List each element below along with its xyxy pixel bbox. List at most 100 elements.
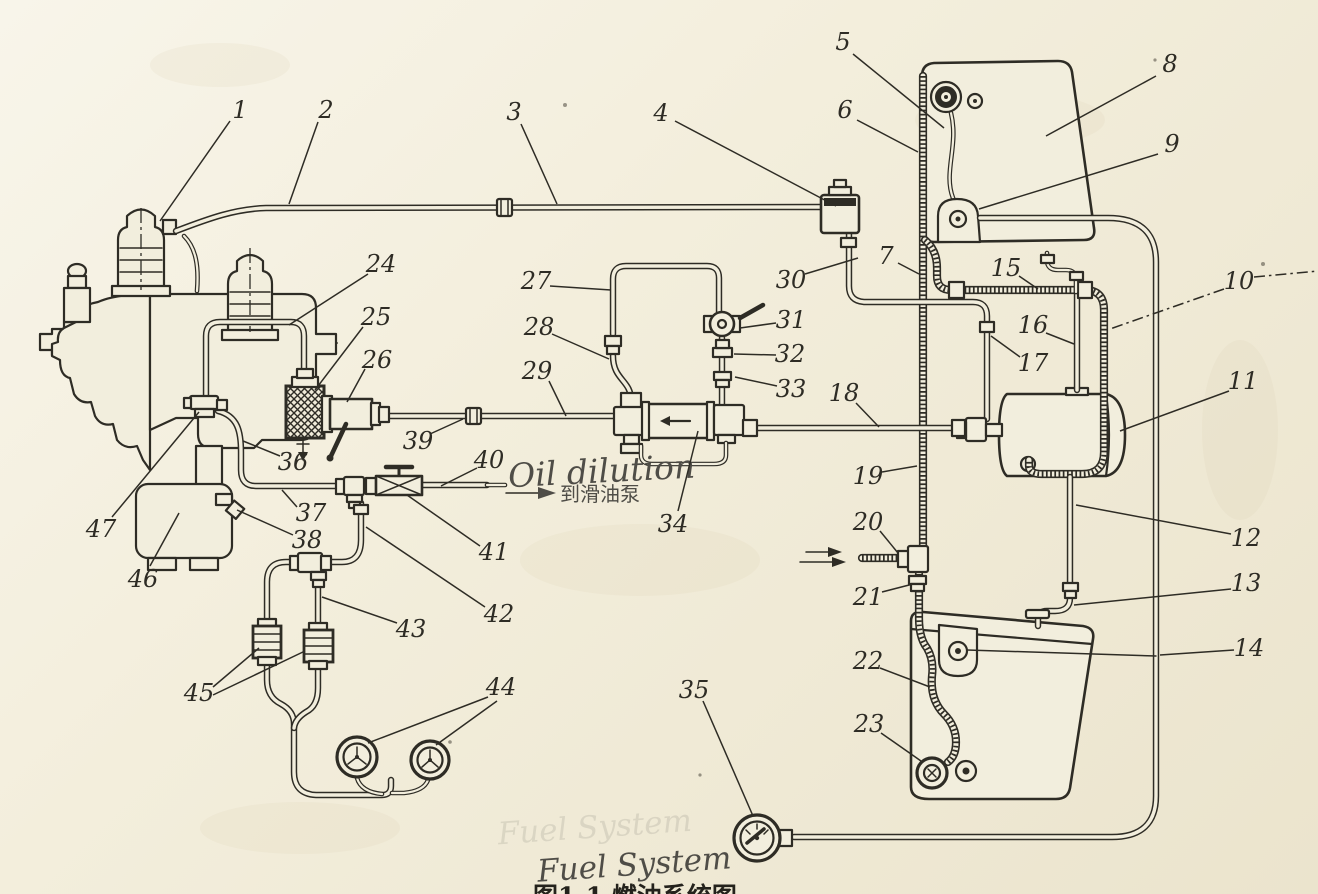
engine-accessory-housing	[134, 482, 234, 560]
callout-3: 3	[506, 98, 521, 126]
pipe-30-17	[845, 229, 991, 423]
callout-leader-42	[365, 526, 486, 608]
callout-27: 27	[520, 267, 552, 295]
callout-leader-24	[288, 273, 369, 326]
callout-leader-44	[435, 700, 498, 746]
callout-16: 16	[1018, 311, 1049, 339]
callout-leader-47	[111, 411, 200, 518]
callout-12: 12	[1231, 524, 1262, 552]
callout-5: 5	[835, 28, 850, 56]
union-28b	[605, 344, 621, 356]
union-12a	[1061, 581, 1080, 593]
figure-caption: 图1-1 燃油系统图	[533, 882, 737, 894]
callout-leader-25	[314, 326, 364, 391]
callout-25: 25	[360, 303, 392, 331]
accessory-neck	[194, 444, 224, 492]
fuel-gauge-35	[732, 813, 794, 863]
callout-40: 40	[473, 446, 505, 474]
callout-1: 1	[232, 96, 247, 124]
callout-leader-5	[852, 53, 945, 129]
callout-39: 39	[403, 427, 434, 455]
filler-cap	[929, 80, 963, 114]
callout-leader-19	[881, 465, 918, 473]
callout-leader-44	[367, 696, 489, 744]
drain-fitting-38	[214, 492, 246, 520]
callout-leader-35	[702, 700, 754, 817]
union-28a	[603, 334, 623, 348]
callout-20: 20	[852, 508, 884, 536]
callout-35: 35	[679, 676, 710, 704]
to-oil-pump-note-cn: 到滑油泵	[560, 482, 640, 506]
union-42	[352, 503, 370, 516]
flow-arrow	[660, 416, 670, 426]
callout-leader-1	[159, 120, 231, 222]
callout-leader-18	[855, 402, 880, 428]
callout-leader-17	[990, 335, 1021, 358]
callout-30: 30	[776, 266, 807, 294]
callout-leader-22	[879, 667, 931, 688]
callout-47: 47	[85, 515, 117, 543]
union-30	[839, 236, 858, 249]
oil-dilution-arrow	[538, 487, 556, 499]
callout-7: 7	[878, 242, 894, 270]
callout-44: 44	[485, 673, 517, 701]
drain-fitting-23	[915, 756, 978, 790]
callout-19: 19	[853, 462, 884, 490]
callout-leader-20	[879, 530, 899, 554]
lower-tee-nut-r	[319, 554, 333, 572]
union-17	[978, 320, 996, 334]
callout-leader-32	[733, 353, 777, 356]
bracket-tie-rod	[966, 649, 1157, 657]
fuel-filter-25	[284, 367, 326, 461]
callout-15: 15	[991, 254, 1022, 282]
filter-outlet-union	[741, 418, 759, 438]
hatched-hoses	[857, 71, 1109, 767]
callout-23: 23	[853, 710, 885, 738]
union-33a	[712, 370, 733, 382]
callout-36: 36	[278, 448, 309, 476]
primer-pumps-44	[335, 735, 451, 781]
callout-10: 10	[1224, 267, 1255, 295]
lower-tee	[296, 551, 324, 574]
valve-handle	[737, 302, 766, 321]
union-12b	[1063, 589, 1078, 600]
callout-leader-10	[1253, 270, 1318, 278]
callout-17: 17	[1018, 349, 1049, 377]
fitting-47	[182, 394, 229, 419]
callout-leader-23	[880, 732, 922, 762]
union-18	[950, 418, 967, 438]
callout-leader-13	[1073, 588, 1232, 606]
callout-38: 38	[292, 526, 323, 554]
hand-pump-26	[320, 394, 391, 462]
callout-4: 4	[652, 99, 668, 127]
callout-leader-37	[281, 489, 298, 508]
callout-34: 34	[658, 510, 689, 538]
callout-leader-43	[321, 596, 398, 624]
filter-top-flange	[619, 391, 643, 410]
callout-46: 46	[127, 565, 159, 593]
inline-filters-45	[251, 617, 335, 671]
callout-43: 43	[395, 615, 427, 643]
callout-41: 41	[478, 538, 510, 566]
pipe-to-left-filter	[263, 558, 298, 628]
tee-20	[896, 544, 930, 593]
callout-leader-11	[1119, 390, 1230, 432]
callout-leader-8	[1045, 75, 1157, 137]
callout-31: 31	[776, 306, 807, 334]
callout-leader-28	[551, 333, 610, 360]
callout-leader-16	[1045, 332, 1075, 345]
callout-leader-4	[674, 120, 837, 207]
cylinder-outlet-fitting	[161, 218, 178, 236]
callout-6: 6	[837, 96, 852, 124]
callout-leader-45	[212, 647, 260, 688]
fitting-32	[711, 346, 734, 359]
callout-2: 2	[317, 96, 333, 124]
drain-arrow	[298, 452, 308, 461]
hose-unions	[947, 280, 1094, 300]
pipe-union-3	[495, 197, 514, 218]
callout-13: 13	[1231, 569, 1262, 597]
callout-8: 8	[1162, 50, 1177, 78]
pipe-filters-to-pumps	[263, 662, 395, 799]
